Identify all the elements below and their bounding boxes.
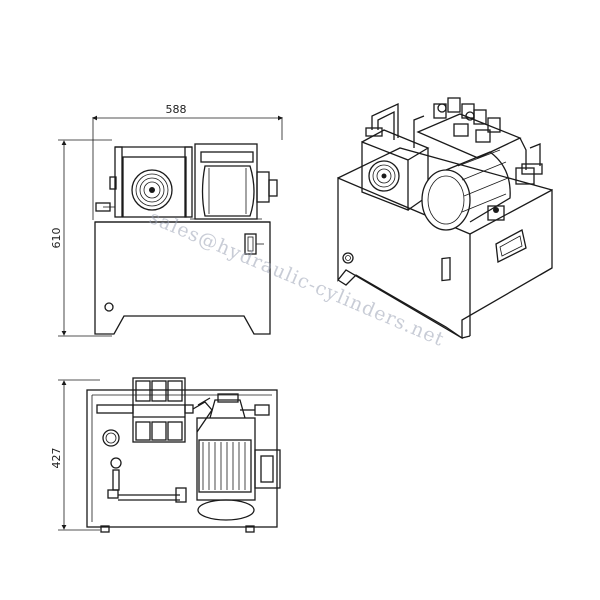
front-cooler bbox=[122, 156, 187, 218]
iso-valves bbox=[416, 97, 522, 159]
front-motor bbox=[194, 143, 278, 220]
front-tank bbox=[94, 221, 271, 335]
top-view: 427 bbox=[50, 377, 281, 533]
isometric-view bbox=[337, 97, 553, 340]
filler-cap-icon bbox=[102, 429, 120, 447]
valve-stack bbox=[132, 377, 186, 443]
top-motor bbox=[196, 393, 281, 521]
iso-port-icon bbox=[342, 252, 354, 264]
depth-dimension: 427 bbox=[50, 379, 100, 531]
front-view: 588 610 bbox=[50, 103, 283, 337]
iso-handle-icon bbox=[495, 229, 527, 263]
height-dimension: 610 bbox=[50, 139, 112, 337]
width-dimension: 588 bbox=[92, 103, 283, 220]
width-dimension-label: 588 bbox=[166, 103, 187, 116]
iso-cooler bbox=[361, 129, 430, 211]
depth-dimension-label: 427 bbox=[50, 448, 63, 469]
height-dimension-label: 610 bbox=[50, 228, 63, 249]
drain-plug-icon bbox=[104, 302, 114, 312]
iso-motor bbox=[421, 149, 535, 231]
watermark-text: sales@hydraulic-cylinders.net bbox=[146, 206, 448, 351]
iso-tank bbox=[337, 177, 553, 340]
